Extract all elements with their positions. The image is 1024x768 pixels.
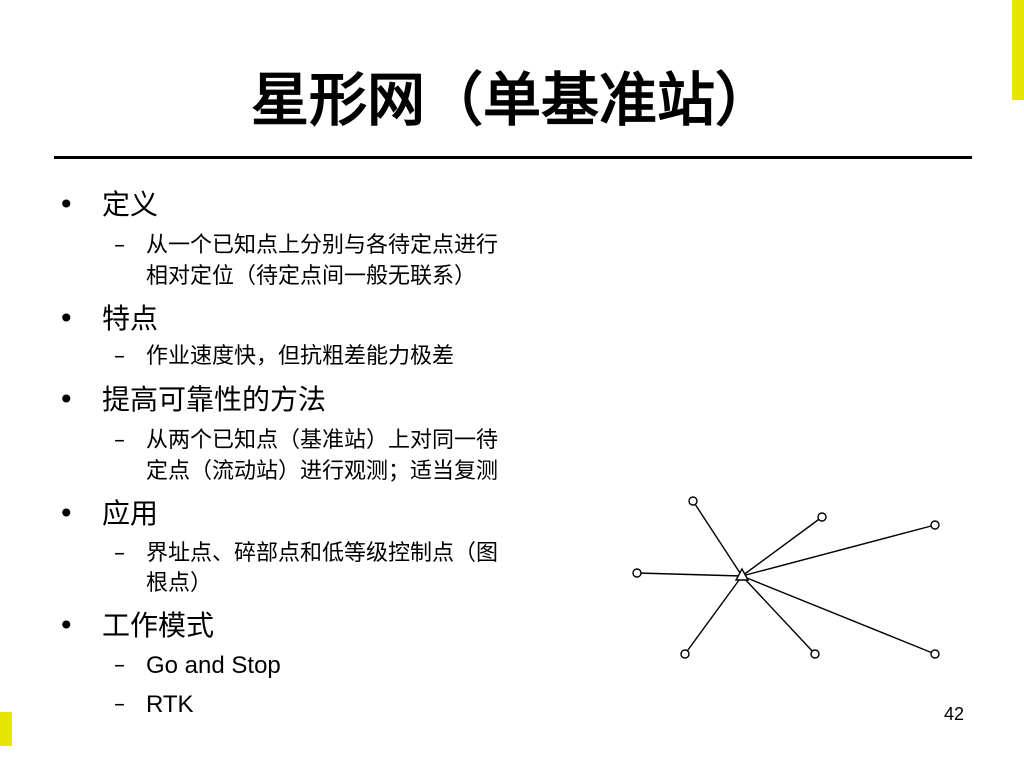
rover-point [680,649,690,659]
bullet-marker: • [58,383,75,416]
sub-text-line: 相对定位（待定点间一般无联系） [146,264,477,289]
sub-text-line: RTK [146,691,194,718]
bullet-label: 定义 [102,188,159,221]
baseline [741,524,936,577]
bullet-marker: • [58,188,75,221]
baseline [692,500,743,577]
sub-text-line: 作业速度快，但抗粗差能力极差 [146,344,455,369]
sub-text-line: 从一个已知点上分别与各待定点进行 [146,233,499,258]
title-divider [54,156,972,159]
page-number: 42 [943,704,964,724]
rover-point [930,649,940,659]
bullet-label: 提高可靠性的方法 [102,383,327,416]
rover-point [632,568,642,578]
bullet-label: 工作模式 [102,609,215,642]
rover-point [817,512,827,522]
sub-marker: – [114,692,125,717]
accent-bar-top [1012,0,1024,100]
sub-marker: – [114,653,125,678]
sub-marker: – [114,233,125,258]
sub-marker: – [114,344,125,369]
rover-point [810,649,820,659]
sub-text-line: 从两个已知点（基准站）上对同一待 [146,428,499,453]
accent-bar-bottom [0,712,12,746]
sub-marker: – [114,428,125,453]
baseline [741,575,816,655]
bullet-marker: • [58,609,75,642]
baseline [684,575,743,655]
sub-text-line: 定点（流动站）进行观测；适当复测 [146,459,499,484]
sub-text-line: 根点） [146,571,213,596]
bullet-label: 特点 [102,302,159,335]
slide-title: 星形网（单基准站） [250,66,773,134]
baseline [741,575,936,655]
sub-text-line: Go and Stop [146,652,281,679]
bullet-label: 应用 [102,497,159,530]
star-network-diagram [632,496,940,659]
base-station-triangle-icon [734,567,750,581]
rover-point [688,496,698,506]
sub-text-line: 界址点、碎部点和低等级控制点（图 [146,541,499,566]
baseline [741,516,823,577]
bullet-marker: • [58,497,75,530]
rover-point [930,520,940,530]
bullet-marker: • [58,302,75,335]
baseline [636,572,743,577]
sub-marker: – [114,541,125,566]
